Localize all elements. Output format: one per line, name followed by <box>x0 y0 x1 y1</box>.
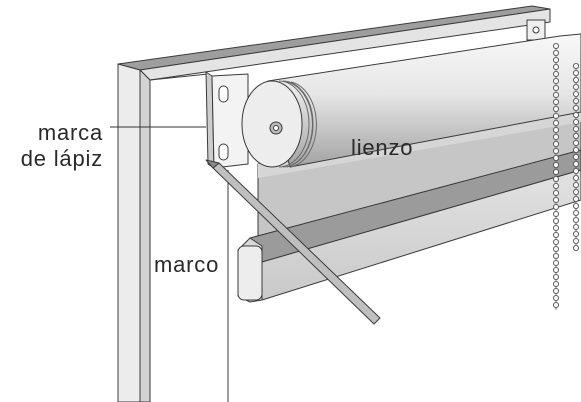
pencil-tip <box>205 159 220 169</box>
chain-bead <box>553 210 560 217</box>
chain-bead <box>553 238 560 245</box>
wound-layer <box>282 80 314 168</box>
chain-bead <box>573 216 580 223</box>
chain-bead <box>553 133 560 140</box>
wound-fabric-layers <box>278 80 317 168</box>
chain-bead <box>553 120 560 127</box>
chain-bead <box>573 98 580 105</box>
chain-bead <box>573 84 580 91</box>
chain-bead <box>553 113 560 120</box>
right-bracket <box>526 19 546 41</box>
chain-bead <box>553 168 560 175</box>
chain-bead <box>553 182 560 189</box>
chain-bead <box>553 175 560 182</box>
chain-bead <box>573 70 580 77</box>
chain-bead <box>573 174 580 181</box>
chain-bead <box>573 126 580 133</box>
chain-bead <box>573 167 580 174</box>
chain-bead <box>573 153 580 160</box>
left-bracket-lower-slot <box>218 143 229 161</box>
chain-bead <box>553 106 560 113</box>
pencil-mark-label-line2: de lápiz <box>21 146 103 171</box>
frame-left-post-inner-face <box>139 69 151 402</box>
pencil <box>205 159 381 325</box>
chain-bead <box>553 43 560 50</box>
chain-bead <box>573 146 580 153</box>
pencil-mark-label-line1: marca <box>38 120 103 145</box>
left-bracket <box>205 71 249 169</box>
wound-layer <box>290 81 317 168</box>
left-bracket-upper-slot <box>218 85 229 103</box>
wound-layer <box>278 80 310 168</box>
chain-bead <box>553 245 560 252</box>
labels: marca de lápiz lienzo marco <box>21 120 413 277</box>
chain-bead <box>553 231 560 238</box>
chain-bead <box>573 202 580 209</box>
bottom-rail <box>237 149 581 303</box>
chain-bead <box>553 266 560 273</box>
chain-bead <box>553 64 560 71</box>
chain-bead <box>553 217 560 224</box>
chain-bead <box>553 280 560 287</box>
chain-bead <box>553 252 560 259</box>
chain-bead <box>553 273 560 280</box>
chain-bead <box>573 77 580 84</box>
chain-bead <box>553 85 560 92</box>
fabric-top-highlight <box>258 112 581 178</box>
chain-bead <box>573 244 580 251</box>
reveal-top-edge <box>149 73 209 81</box>
roller-end-cap-hub-center <box>273 125 279 131</box>
chain-bead <box>553 71 560 78</box>
chain-bead <box>553 78 560 85</box>
fabric-label: lienzo <box>351 135 413 160</box>
chain-bead <box>553 57 560 64</box>
chain-bead <box>573 195 580 202</box>
chain-bead <box>573 63 580 70</box>
right-bracket-screw-hole <box>532 26 540 34</box>
chain-bead <box>553 92 560 99</box>
chain-bead <box>553 224 560 231</box>
chain-bead <box>573 223 580 230</box>
chain-bead <box>553 294 560 301</box>
chain-bead <box>573 209 580 216</box>
chain-bead <box>573 91 580 98</box>
chain-bead <box>553 161 560 168</box>
chain-bead <box>573 181 580 188</box>
chain-bead <box>553 147 560 154</box>
chain-bead <box>573 132 580 139</box>
window-frame <box>117 5 551 402</box>
chain-bead <box>573 139 580 146</box>
chain-bead <box>553 99 560 106</box>
chain-bead <box>573 105 580 112</box>
chain-bead <box>553 196 560 203</box>
chain-bead <box>553 189 560 196</box>
chain-bead <box>573 188 580 195</box>
bead-chain <box>553 43 580 310</box>
chain-bead <box>553 203 560 210</box>
chain-bead <box>553 127 560 134</box>
chain-bead <box>553 154 560 161</box>
bottom-rail-end-cap <box>237 245 263 301</box>
chain-bead <box>573 230 580 237</box>
frame-left-post-front-face <box>117 63 141 402</box>
chain-bead <box>573 160 580 167</box>
frame-label: marco <box>154 252 219 277</box>
chain-bead <box>553 301 560 308</box>
chain-bead <box>573 112 580 119</box>
chain-bead <box>573 119 580 126</box>
chain-bead <box>553 259 560 266</box>
roller-tube <box>241 33 581 168</box>
chain-bead <box>553 140 560 147</box>
chain-bead <box>553 287 560 294</box>
chain-bead <box>573 237 580 244</box>
chain-bead <box>553 50 560 57</box>
